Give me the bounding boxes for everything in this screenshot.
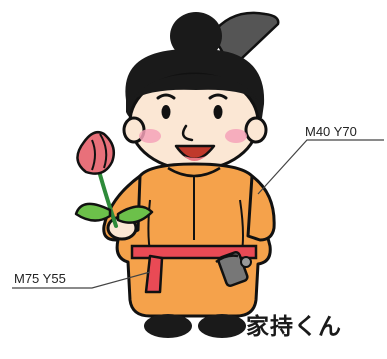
lower-color-spec-label: M75 Y55 — [14, 271, 66, 286]
sword-hilt — [215, 251, 252, 287]
right-arm — [246, 174, 276, 242]
feet — [144, 314, 246, 338]
character-name: 家持くん — [246, 314, 342, 340]
upper-color-spec-label: M40 Y70 — [305, 124, 357, 139]
callout-line-lower — [12, 271, 151, 289]
callout-line-upper — [257, 139, 384, 195]
hair-bun — [170, 12, 222, 60]
head — [122, 48, 268, 172]
tulip-flower-icon — [74, 131, 154, 228]
